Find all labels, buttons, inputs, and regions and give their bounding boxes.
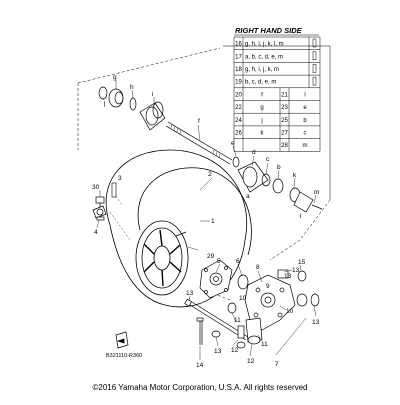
label-29: 29	[207, 253, 215, 260]
label-7: 7	[275, 361, 279, 368]
label-m: m	[314, 189, 319, 196]
label-2: 2	[208, 171, 212, 178]
label-12-b: 12	[231, 347, 239, 354]
bolt-icon	[312, 64, 317, 73]
knuckle-labels: 5 8 6 13 15 10 13 12 11 9 7 14 13 12 11 …	[186, 258, 320, 369]
table-row-parts: m	[303, 143, 308, 149]
label-b: b	[277, 164, 281, 171]
label-10-b: 10	[239, 295, 247, 302]
label-11-b: 11	[234, 317, 241, 324]
table-row-number: 24	[235, 118, 242, 124]
label-30: 30	[92, 184, 100, 191]
front-direction-icon	[115, 331, 129, 349]
table-row-parts: c	[304, 131, 307, 137]
label-d: d	[252, 149, 256, 156]
label-f: f	[198, 118, 200, 125]
hub-nut-assembly	[92, 196, 107, 221]
table-row-parts: g, h, i, j, k, m	[245, 67, 279, 73]
table-row-parts: l	[304, 92, 305, 98]
label-3: 3	[118, 175, 122, 182]
table-row-number: 21	[281, 92, 288, 98]
bolt-icon	[312, 76, 317, 86]
knuckle-leaders	[188, 263, 317, 360]
table-row-parts: a, b, c, d, e, m	[245, 54, 283, 60]
table-row-number: 26	[235, 131, 242, 137]
hub-nut-labels: 30 3 4	[92, 175, 122, 236]
shaft-labels: g h i f e d c b k m j a l	[103, 74, 319, 220]
table-row-parts: g	[260, 105, 263, 111]
table-title: RIGHT HAND SIDE	[235, 26, 303, 35]
label-h: h	[130, 84, 134, 91]
label-13-a: 13	[292, 267, 300, 274]
label-14: 14	[196, 362, 204, 369]
table-row-number: 25	[281, 118, 288, 124]
bolt-icon	[312, 38, 317, 48]
label-9: 9	[266, 283, 270, 290]
table-row-number: 22	[235, 105, 242, 111]
label-6: 6	[236, 258, 240, 265]
copyright-footer: ©2016 Yamaha Motor Corporation, U.S.A. A…	[92, 383, 307, 392]
table-row-parts: j	[260, 118, 262, 124]
label-11: 11	[261, 341, 268, 348]
table-row-parts: k	[261, 131, 265, 137]
table-row-number: 17	[235, 54, 242, 60]
label-13-d: 13	[186, 290, 194, 297]
label-8: 8	[256, 264, 260, 271]
table-row-number: 16	[235, 42, 242, 48]
label-i: i	[152, 91, 153, 98]
table-row-number: 19	[235, 80, 242, 86]
bolt-icon	[312, 51, 317, 60]
stud-part	[111, 182, 117, 198]
label-c: c	[266, 156, 270, 163]
wheel-labels: 2 1 29	[207, 171, 215, 260]
label-10: 10	[286, 308, 294, 315]
diagram-code: B321110-R360	[106, 353, 142, 359]
label-e: e	[231, 140, 235, 147]
label-k: k	[293, 172, 297, 179]
table-row-number: 28	[281, 143, 288, 149]
label-a: a	[246, 193, 250, 200]
label-l: l	[300, 213, 302, 220]
label-g: g	[113, 74, 117, 81]
drive-shaft-assembly	[98, 86, 323, 213]
table-row-parts: g, h, i, j, k, l, m	[245, 42, 284, 48]
label-1: 1	[211, 218, 215, 225]
table-row-parts: e	[303, 105, 307, 111]
label-13-c: 13	[214, 348, 222, 355]
label-13-b: 13	[312, 319, 320, 326]
label-15: 15	[298, 259, 306, 266]
shaft-leaders	[102, 80, 317, 204]
table-row-number: 27	[281, 131, 288, 137]
label-5: 5	[217, 258, 221, 265]
label-4: 4	[94, 229, 98, 236]
table-row-parts: b	[303, 118, 307, 124]
table-row-number: 18	[235, 67, 242, 73]
hub-knuckle-assembly	[199, 259, 320, 345]
table-row-number: 23	[281, 105, 288, 111]
table-row-parts: f	[261, 92, 263, 98]
table-row-parts: b, c, d, e, m	[245, 80, 276, 86]
wheel-leaders	[109, 177, 213, 251]
table-row-number: 20	[235, 92, 242, 98]
label-12: 12	[247, 358, 255, 365]
label-j: j	[103, 100, 105, 107]
label-13-e: 13	[284, 273, 292, 280]
